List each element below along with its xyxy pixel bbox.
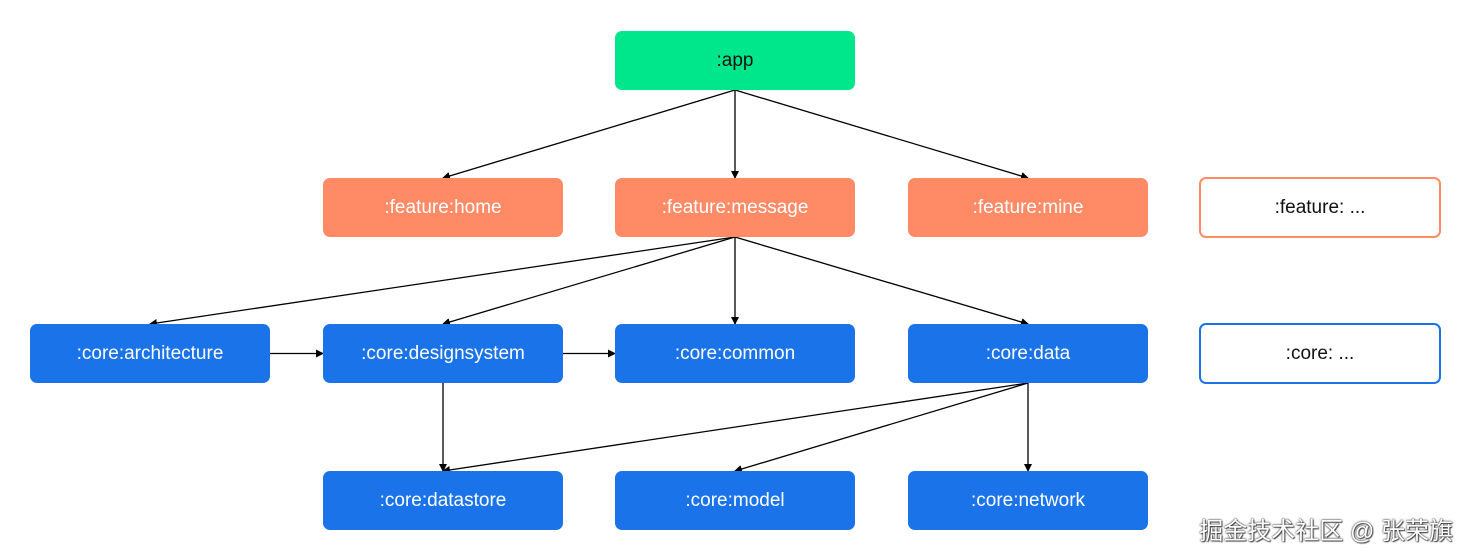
edge-feature_message-to-core_designsystem bbox=[442, 236, 736, 326]
node-feature-mine: :feature:mine bbox=[908, 178, 1148, 237]
node-label: :core:common bbox=[674, 342, 796, 364]
node-label: :core:architecture bbox=[76, 342, 224, 364]
node-feature-home: :feature:home bbox=[323, 178, 563, 237]
edge-core_data-to-core_datastore bbox=[442, 382, 1029, 474]
node-core-network: :core:network bbox=[908, 471, 1148, 530]
node-label: :core:model bbox=[685, 489, 785, 511]
node-feature-message: :feature:message bbox=[615, 178, 855, 237]
edge-core_data-to-core_model bbox=[734, 382, 1029, 473]
node-app: :app bbox=[615, 31, 855, 90]
node-core-common: :core:common bbox=[615, 324, 855, 383]
watermark: 掘金技术社区 @ 张荣旗 bbox=[1199, 518, 1453, 545]
node-core-architecture: :core:architecture bbox=[30, 324, 270, 383]
node-label: :core:designsystem bbox=[361, 342, 525, 364]
node-core-datastore: :core:datastore bbox=[323, 471, 563, 530]
node-label: :core:network bbox=[970, 489, 1086, 511]
edge-feature_message-to-core_architecture bbox=[149, 236, 736, 327]
edge-app-to-feature_home bbox=[442, 89, 736, 180]
edge-app-to-feature_mine bbox=[734, 89, 1029, 180]
node-label: :feature: ... bbox=[1274, 196, 1366, 218]
node-label: :feature:mine bbox=[972, 196, 1084, 218]
node-feature-more: :feature: ... bbox=[1199, 177, 1441, 238]
node-core-designsystem: :core:designsystem bbox=[323, 324, 563, 383]
node-label: :feature:home bbox=[384, 196, 502, 218]
edge-feature_message-to-core_data bbox=[734, 236, 1029, 326]
node-label: :feature:message bbox=[661, 196, 809, 218]
node-label: :app bbox=[716, 49, 754, 71]
node-core-data: :core:data bbox=[908, 324, 1148, 383]
node-core-more: :core: ... bbox=[1199, 323, 1441, 384]
node-core-model: :core:model bbox=[615, 471, 855, 530]
node-label: :core: ... bbox=[1285, 342, 1355, 364]
node-label: :core:data bbox=[985, 342, 1071, 364]
node-label: :core:datastore bbox=[379, 489, 507, 511]
